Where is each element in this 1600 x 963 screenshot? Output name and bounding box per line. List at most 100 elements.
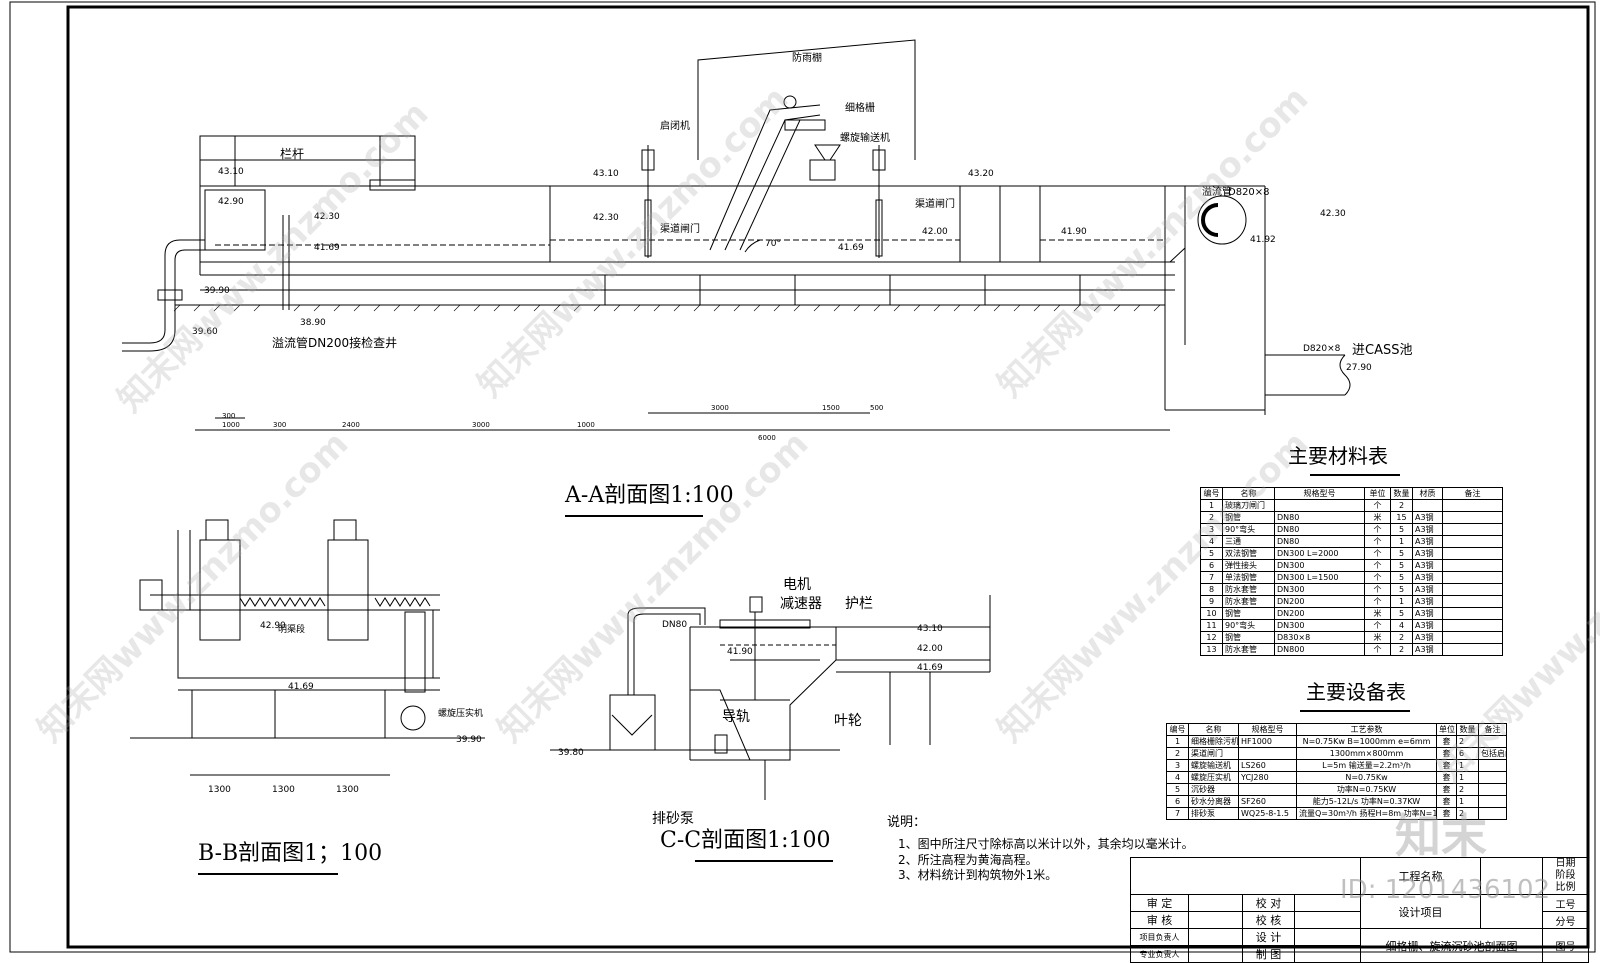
- section-aa-dimensions: 300 1000 300 2400 3000 1000 3000 1500 50…: [222, 404, 883, 442]
- equipment-header-cell: 规格型号: [1238, 723, 1297, 736]
- materials-cell: 防水套管: [1222, 583, 1275, 596]
- dim-label: 1000: [222, 421, 240, 429]
- equipment-cell: 渠道闸门: [1188, 747, 1239, 760]
- dim-label: 3000: [711, 404, 729, 412]
- materials-cell: [1442, 499, 1503, 512]
- equipment-header-cell: 工艺参数: [1296, 723, 1437, 736]
- label-compactor: 螺旋压实机: [438, 709, 484, 719]
- materials-cell: 个: [1364, 571, 1391, 584]
- materials-cell: 1: [1390, 595, 1413, 608]
- materials-cell: 钢管: [1222, 631, 1275, 644]
- equipment-cell: YCJ280: [1238, 771, 1297, 784]
- equipment-cell: 1300mm×800mm: [1296, 747, 1437, 760]
- materials-cell: 11: [1200, 619, 1223, 632]
- materials-header-cell: 数量: [1390, 487, 1413, 500]
- materials-cell: DN300 L=2000: [1274, 547, 1365, 560]
- materials-cell: DN80: [1274, 511, 1365, 524]
- materials-cell: [1442, 583, 1503, 596]
- label-gate-right: 渠道闸门: [915, 199, 955, 210]
- elev-label: 38.90: [300, 318, 326, 328]
- materials-cell: A3钢: [1412, 643, 1443, 656]
- materials-cell: 个: [1364, 643, 1391, 656]
- materials-cell: 防水套管: [1222, 595, 1275, 608]
- equipment-title: 主要设备表: [1306, 680, 1406, 704]
- elev-label: 39.90: [456, 735, 482, 745]
- label-rain-shed: 防雨棚: [792, 53, 822, 64]
- dim-label: 2400: [342, 421, 360, 429]
- materials-cell: 13: [1200, 643, 1223, 656]
- materials-header-cell: 备注: [1442, 487, 1503, 500]
- materials-cell: 5: [1390, 607, 1413, 620]
- elev-label: 42.30: [314, 212, 340, 222]
- equipment-cell: HF1000: [1238, 735, 1297, 748]
- equipment-cell: 6: [1166, 795, 1189, 808]
- materials-cell: 米: [1364, 607, 1391, 620]
- label-gate-left: 渠道闸门: [660, 224, 700, 235]
- elev-label: 42.00: [917, 644, 943, 654]
- label-to-cass: 进CASS池: [1352, 343, 1413, 358]
- elev-label: 41.69: [838, 243, 864, 253]
- materials-cell: 米: [1364, 511, 1391, 524]
- materials-cell: 5: [1390, 523, 1413, 536]
- materials-cell: DN300: [1274, 583, 1365, 596]
- elev-label: 41.92: [1250, 235, 1276, 245]
- materials-cell: A3钢: [1412, 523, 1443, 536]
- materials-cell: A3钢: [1412, 511, 1443, 524]
- proofread-label: 校 对: [1242, 894, 1295, 912]
- elev-label: 42.90: [218, 197, 244, 207]
- materials-cell: 90°弯头: [1222, 619, 1275, 632]
- equipment-cell: [1478, 771, 1507, 784]
- dim-label: 1300: [208, 785, 231, 795]
- materials-cell: 个: [1364, 547, 1391, 560]
- materials-cell: A3钢: [1412, 571, 1443, 584]
- section-cc-title: C-C剖面图1:100: [660, 828, 831, 853]
- dim-label: 3000: [472, 421, 490, 429]
- materials-cell: 双法钢管: [1222, 547, 1275, 560]
- materials-cell: [1442, 535, 1503, 548]
- label-guardrail: 护栏: [845, 596, 873, 612]
- equipment-cell: L=5m 输送量=2.2m³/h: [1296, 759, 1437, 772]
- materials-cell: 2: [1390, 631, 1413, 644]
- equipment-cell: 螺旋压实机: [1188, 771, 1239, 784]
- materials-cell: 个: [1364, 523, 1391, 536]
- section-cc-drawing: [550, 595, 991, 800]
- materials-cell: 5: [1390, 559, 1413, 572]
- label-railing: 栏杆: [280, 147, 305, 161]
- materials-cell: 15: [1390, 511, 1413, 524]
- materials-cell: DN200: [1274, 595, 1365, 608]
- equipment-cell: 3: [1166, 759, 1189, 772]
- materials-cell: A3钢: [1412, 583, 1443, 596]
- equipment-cell: 砂水分离器: [1188, 795, 1239, 808]
- elev-label: 42.00: [922, 227, 948, 237]
- elev-label: 39.80: [558, 748, 584, 758]
- design-label: 设 计: [1242, 928, 1295, 946]
- materials-title: 主要材料表: [1288, 444, 1388, 468]
- materials-cell: [1442, 559, 1503, 572]
- materials-cell: DN200: [1274, 607, 1365, 620]
- materials-cell: DN300: [1274, 619, 1365, 632]
- materials-cell: [1274, 499, 1365, 512]
- verify-label: 校 核: [1242, 911, 1295, 929]
- label-pipe-top: D820×8: [1228, 187, 1270, 198]
- equipment-cell: WQ25-8-1.5: [1238, 807, 1297, 820]
- label-overflow: 溢流管: [1202, 187, 1232, 198]
- materials-header-cell: 单位: [1364, 487, 1391, 500]
- materials-cell: 米: [1364, 631, 1391, 644]
- materials-cell: 单法钢管: [1222, 571, 1275, 584]
- materials-cell: 个: [1364, 595, 1391, 608]
- equipment-cell: 沉砂器: [1188, 783, 1239, 796]
- equipment-cell: [1238, 747, 1297, 760]
- materials-cell: [1442, 595, 1503, 608]
- elev-label: 42.30: [593, 213, 619, 223]
- elev-label: 41.69: [288, 682, 314, 692]
- materials-cell: 8: [1200, 583, 1223, 596]
- materials-cell: A3钢: [1412, 535, 1443, 548]
